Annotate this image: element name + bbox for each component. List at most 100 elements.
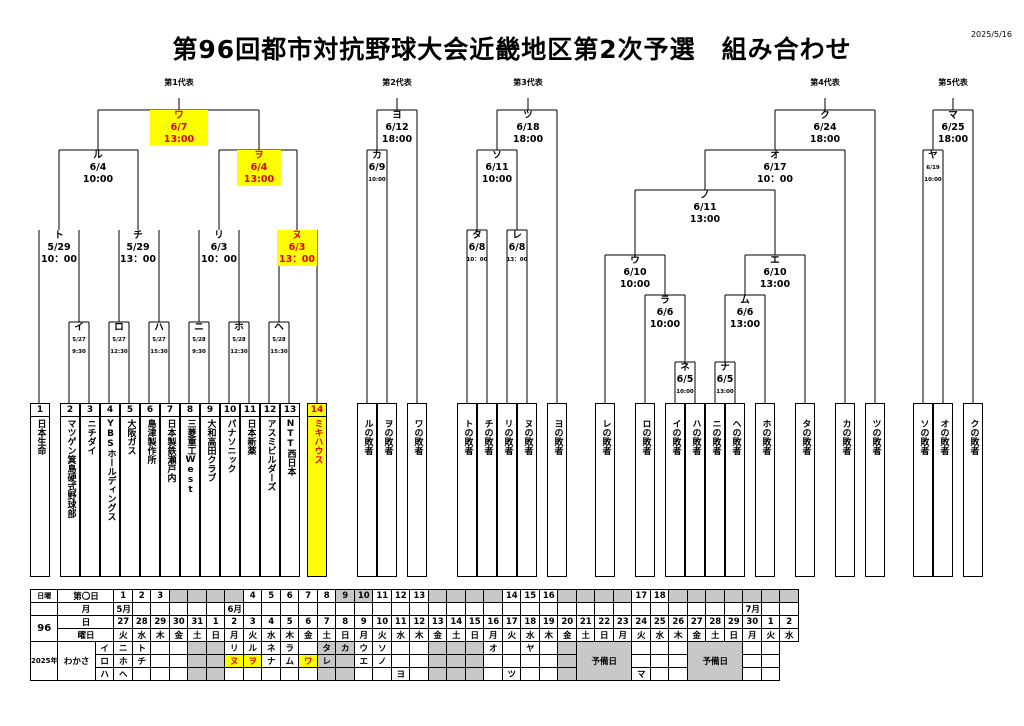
day-number: 18 xyxy=(649,589,670,603)
game-slot xyxy=(409,654,429,668)
game-slot: イ xyxy=(94,641,115,655)
schedule-header: 日 xyxy=(57,615,115,629)
weekday-cell: 月 xyxy=(612,628,633,642)
day-number: 9 xyxy=(335,589,355,603)
date-cell: 24 xyxy=(631,615,651,629)
day-number: 10 xyxy=(353,589,374,603)
day-number xyxy=(760,589,781,603)
month-cell xyxy=(760,602,781,616)
game-slot: オ xyxy=(483,641,503,655)
game-slot xyxy=(760,667,781,681)
month-cell xyxy=(316,602,337,616)
date-cell: 27 xyxy=(113,615,133,629)
schedule-header: 第〇日 xyxy=(57,589,115,603)
date-cell: 2 xyxy=(779,615,799,629)
date-cell: 13 xyxy=(427,615,448,629)
day-number xyxy=(575,589,596,603)
date-cell: 19 xyxy=(538,615,559,629)
day-number: 8 xyxy=(316,589,337,603)
month-cell xyxy=(483,602,503,616)
day-number xyxy=(705,589,725,603)
game-slot xyxy=(353,667,374,681)
month-cell xyxy=(446,602,466,616)
date-cell: 5 xyxy=(279,615,300,629)
weekday-cell: 金 xyxy=(168,628,189,642)
game-slot: ワ xyxy=(298,654,318,668)
game-slot: マ xyxy=(631,667,651,681)
month-cell xyxy=(501,602,522,616)
game-slot xyxy=(187,667,207,681)
game-slot xyxy=(760,654,781,668)
date-cell: 11 xyxy=(390,615,411,629)
weekday-cell: 金 xyxy=(686,628,707,642)
game-slot: ハ xyxy=(94,667,115,681)
game-slot xyxy=(538,654,559,668)
game-slot: ヌ xyxy=(224,654,244,668)
month-cell xyxy=(335,602,355,616)
weekday-cell: 金 xyxy=(557,628,577,642)
month-cell xyxy=(372,602,392,616)
game-slot xyxy=(298,667,318,681)
day-number xyxy=(224,589,244,603)
issue-date: 2025/5/16 xyxy=(970,30,1012,39)
loser-box: レの敗者 xyxy=(595,403,615,577)
weekday-cell: 水 xyxy=(390,628,411,642)
rep-1: 第1代表 xyxy=(164,78,194,87)
game-slot: カ xyxy=(335,641,355,655)
month-cell xyxy=(705,602,725,616)
game-slot: ヨ xyxy=(390,667,411,681)
game-slot xyxy=(501,654,522,668)
loser-box: ニの敗者 xyxy=(705,403,725,577)
loser-box: ソの敗者 xyxy=(913,403,933,577)
weekday-cell: 水 xyxy=(649,628,670,642)
game-slot: ノ xyxy=(372,654,392,668)
weekday-cell: 土 xyxy=(187,628,207,642)
month-cell: 6月 xyxy=(224,602,244,616)
weekday-cell: 土 xyxy=(705,628,725,642)
game-slot: ル xyxy=(242,641,263,655)
schedule-header: 曜日 xyxy=(57,628,115,642)
date-cell: 1 xyxy=(205,615,226,629)
game-slot xyxy=(557,641,577,655)
game-slot: ヘ xyxy=(113,667,133,681)
loser-box: チの敗者 xyxy=(477,403,497,577)
weekday-cell: 金 xyxy=(298,628,318,642)
game-slot: レ xyxy=(316,654,337,668)
month-cell xyxy=(409,602,429,616)
game-slot xyxy=(409,641,429,655)
game-slot: ム xyxy=(279,654,300,668)
game-slot xyxy=(409,667,429,681)
date-cell: 2 xyxy=(224,615,244,629)
date-cell: 21 xyxy=(575,615,596,629)
game-slot xyxy=(446,641,466,655)
game-slot xyxy=(649,654,670,668)
date-cell: 27 xyxy=(686,615,707,629)
date-cell: 30 xyxy=(742,615,762,629)
game-slot xyxy=(538,641,559,655)
game-slot xyxy=(224,667,244,681)
game-slot: ニ xyxy=(113,641,133,655)
game-slot xyxy=(150,667,170,681)
game-slot xyxy=(446,654,466,668)
day-number xyxy=(187,589,207,603)
month-cell xyxy=(150,602,170,616)
game-slot xyxy=(631,641,651,655)
month-cell xyxy=(538,602,559,616)
date-cell: 3 xyxy=(242,615,263,629)
loser-box: イの敗者 xyxy=(665,403,685,577)
day-number xyxy=(686,589,707,603)
weekday-cell: 木 xyxy=(409,628,429,642)
